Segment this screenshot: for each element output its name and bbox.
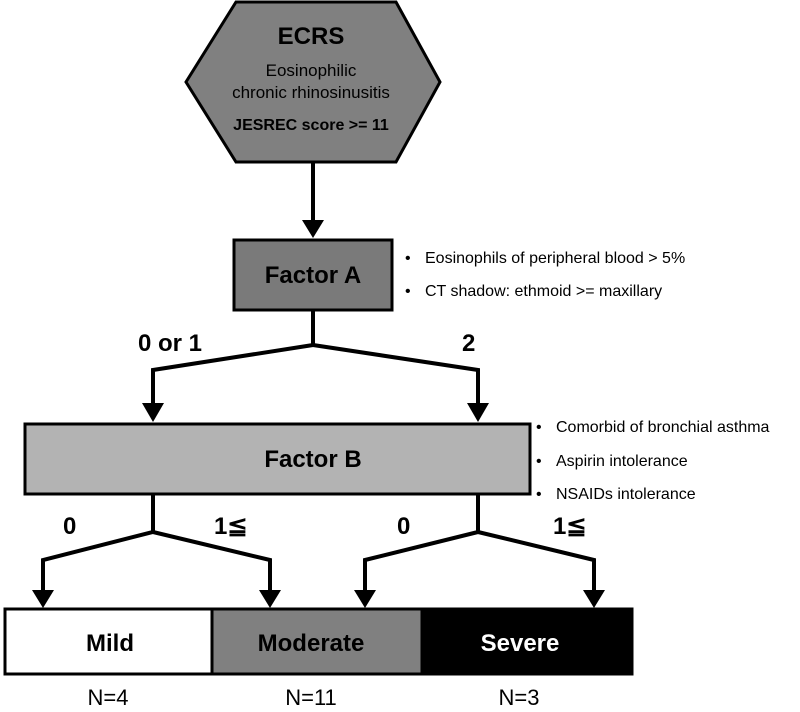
- factor-b-right-arrowhead-moderate: [354, 590, 376, 608]
- factor-b-bullet-marker-1: •: [536, 419, 542, 436]
- factor-b-box: [23, 422, 532, 496]
- factor-b-right-arrowhead-severe: [583, 590, 605, 608]
- factor-b-bullet-marker-2: •: [536, 453, 542, 470]
- factor-b-left-arrowhead-moderate: [259, 590, 281, 608]
- factor-a-left-arrowhead: [142, 403, 164, 422]
- outcome-severe-box: [420, 607, 634, 676]
- outcome-mild-box: [3, 607, 214, 676]
- factor-a-right-arrowhead: [467, 403, 489, 422]
- factor-a-bullet-1: Eosinophils of peripheral blood > 5%: [425, 250, 685, 267]
- factor-a-branch-left-label: 0 or 1: [138, 330, 202, 357]
- ecrs-subtitle-line1: Eosinophilic: [266, 61, 357, 80]
- factor-b-right-branch-label-a: 0: [397, 513, 410, 540]
- outcome-severe-count: N=3: [499, 685, 540, 710]
- outcome-severe-label: Severe: [481, 630, 560, 657]
- factor-b-label: Factor B: [264, 446, 361, 473]
- ecrs-subtitle-line2: chronic rhinosinusitis: [232, 83, 390, 102]
- factor-b-left-branch-label-b: 1≦: [214, 513, 247, 540]
- factor-b-right-split-connector-right: [477, 530, 596, 592]
- factor-b-bullet-marker-3: •: [536, 486, 542, 503]
- outcome-mild-count: N=4: [88, 685, 129, 710]
- outcome-moderate-label: Moderate: [258, 630, 365, 657]
- factor-b-left-branch-label-a: 0: [63, 513, 76, 540]
- factor-b-left-split-connector: [41, 494, 155, 592]
- ecrs-node: [184, 0, 442, 164]
- ecrs-criterion: JESREC score >= 11: [233, 117, 389, 134]
- factor-a-split-connector-right: [312, 343, 480, 405]
- factor-a-bullet-marker-1: •: [405, 250, 411, 267]
- outcome-mild-label: Mild: [86, 630, 134, 657]
- outcome-moderate-count: N=11: [285, 685, 337, 710]
- factor-b-right-branch-label-b: 1≦: [553, 513, 586, 540]
- ecrs-title: ECRS: [278, 23, 345, 50]
- factor-b-right-split-connector: [363, 494, 480, 592]
- factor-a-bullet-marker-2: •: [405, 283, 411, 300]
- factor-b-bullet-2: Aspirin intolerance: [556, 453, 688, 470]
- factor-a-split-connector: [151, 310, 315, 405]
- factor-b-left-arrowhead-mild: [32, 590, 54, 608]
- factor-b-bullet-3: NSAIDs intolerance: [556, 486, 696, 503]
- factor-b-left-split-connector-right: [152, 530, 272, 592]
- ecrs-to-factor-a-arrowhead: [302, 220, 324, 238]
- factor-a-box: [232, 238, 394, 312]
- factor-a-bullet-2: CT shadow: ethmoid >= maxillary: [425, 283, 662, 300]
- factor-b-bullet-1: Comorbid of bronchial asthma: [556, 419, 770, 436]
- factor-a-label: Factor A: [265, 262, 361, 289]
- factor-a-branch-right-label: 2: [462, 330, 475, 357]
